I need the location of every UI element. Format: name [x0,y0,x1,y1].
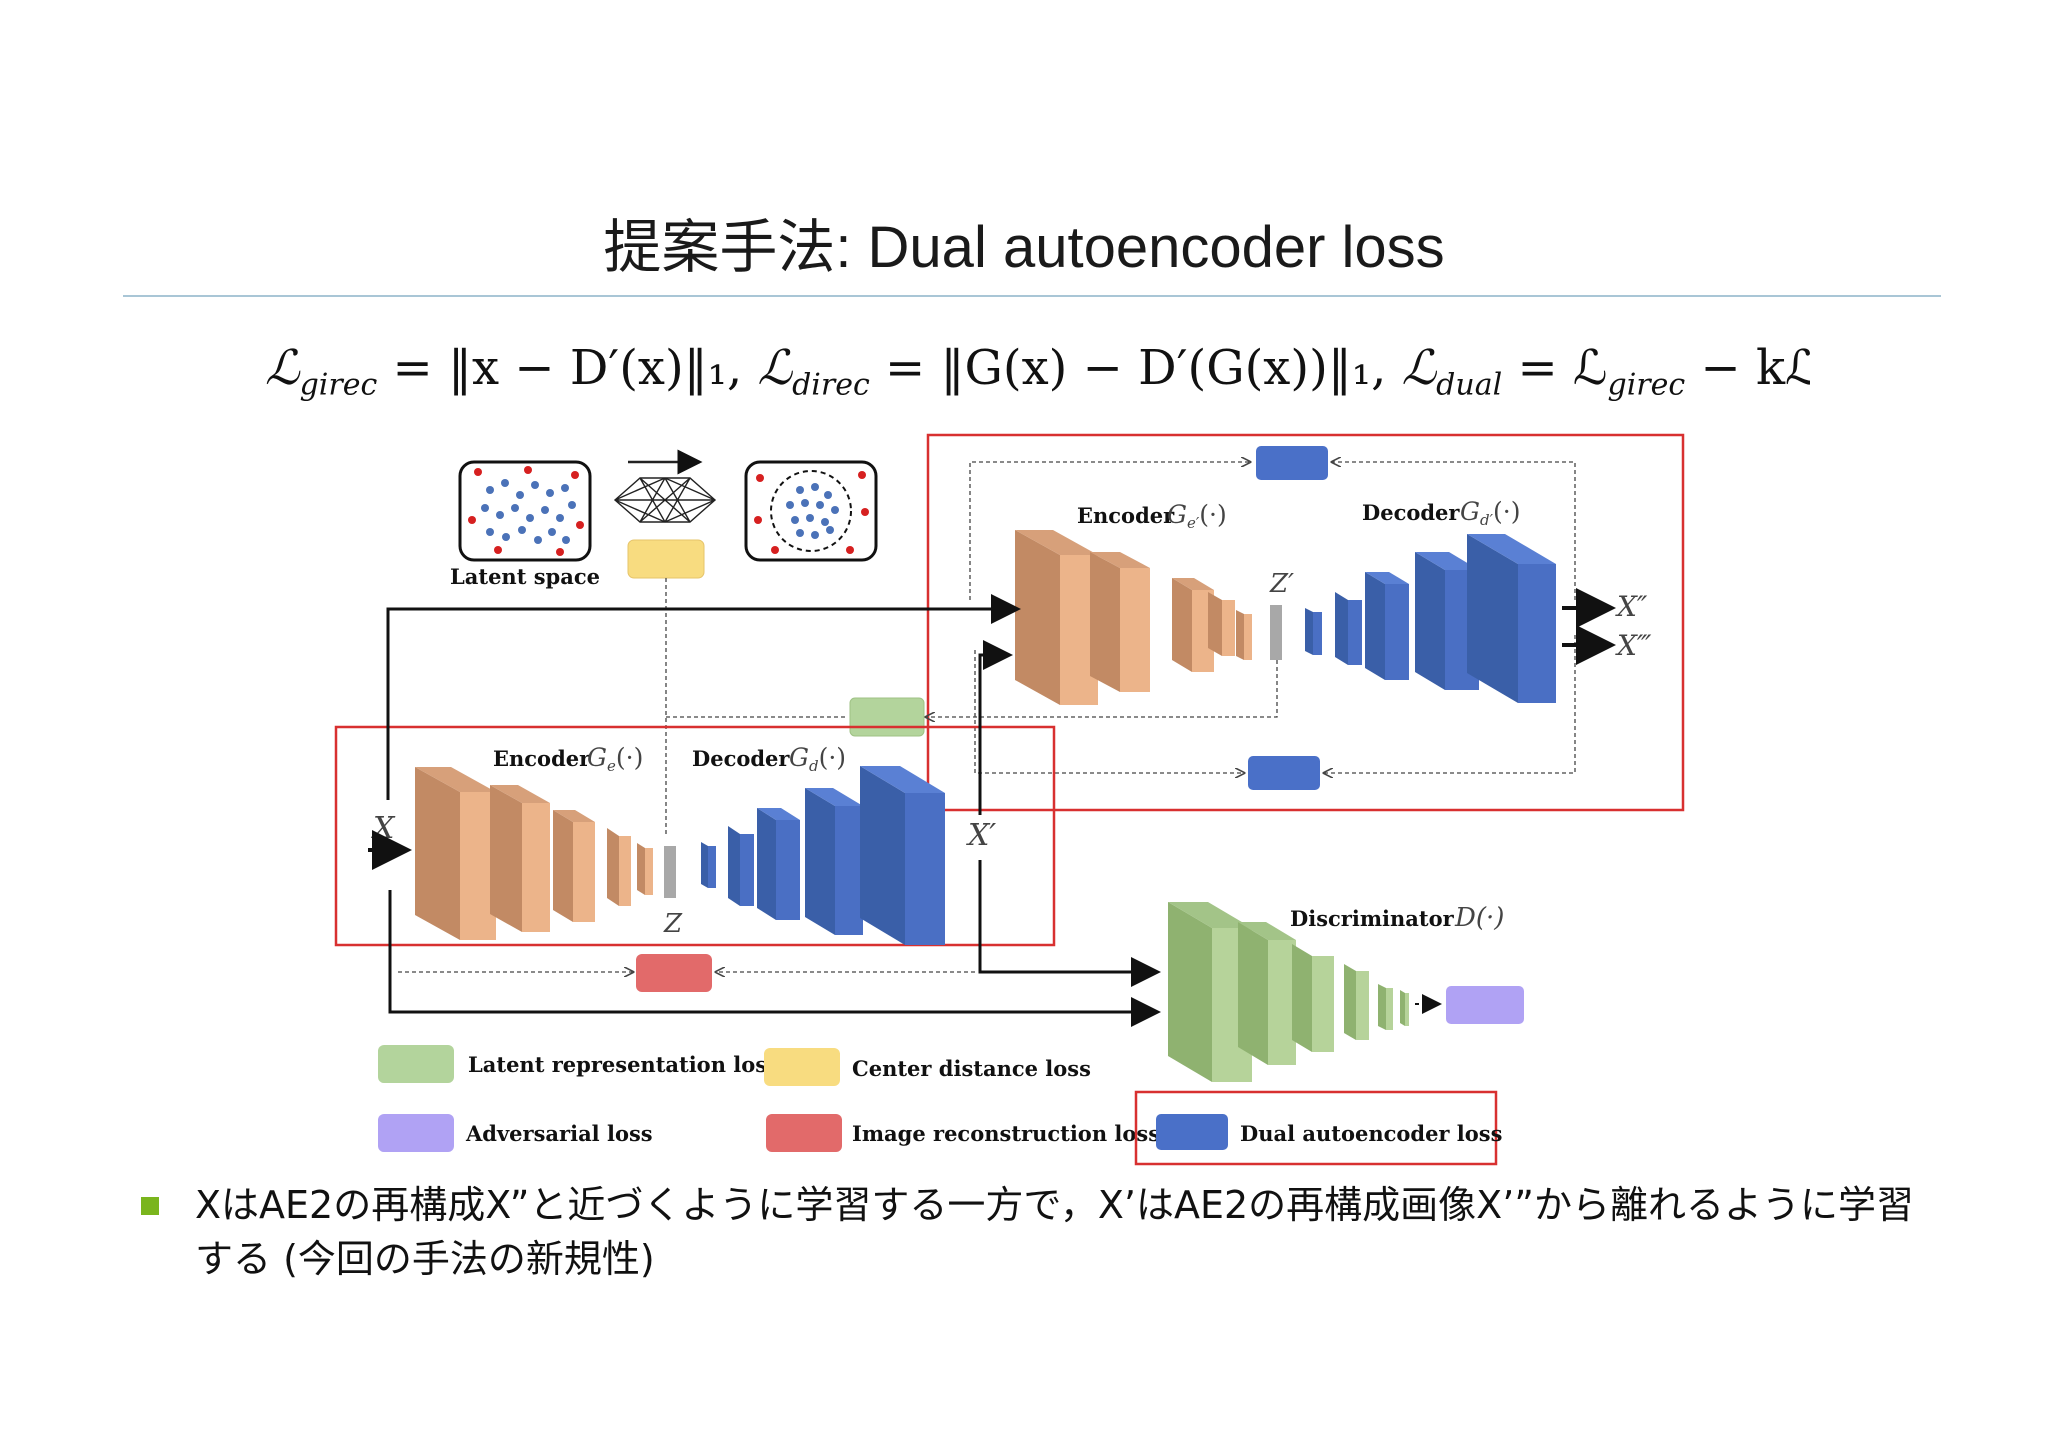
formula-girec-rhs: = ‖x − D′(x)‖₁, [377,340,743,396]
discriminator-network [1168,902,1409,1082]
latent-space-label: Latent space [450,564,600,589]
formula-direc-sub: direc [792,367,870,403]
legend-reconstruction-swatch [766,1114,842,1152]
legend-center-label: Center distance loss [852,1056,1091,1081]
formula-dual-mid: = ℒ [1502,340,1608,396]
ae2-decoder [1305,534,1556,703]
ae2-latent-z [1270,605,1282,660]
ae2-decoder-fn: Gd′(·) [1460,497,1520,529]
formula-girec-symbol: ℒ [265,340,300,396]
ae1-decoder-fn: Gd(·) [789,743,846,775]
ae1-z-label: Z [663,909,683,939]
formula-dual-rhs: − kℒ [1685,340,1810,396]
legend-latent-label: Latent representation loss [468,1052,779,1077]
formula-girec-sub: girec [299,367,378,403]
formula-dual-sub2: girec [1607,367,1686,403]
formula-direc-symbol: ℒ [757,340,793,396]
bullet-text: XはAE2の再構成X”と近づくように学習する一方で，X’はAE2の再構成画像X’… [195,1183,1914,1281]
legend-latent-swatch [378,1045,454,1083]
loss-formula: ℒgirec = ‖x − D′(x)‖₁, ℒdirec = ‖G(x) − … [265,340,1810,420]
ae1-decoder [701,766,945,945]
x-prime-label: X′ [966,818,996,853]
discriminator-label: Discriminator [1290,906,1455,931]
latent-space-clustered-icon [744,460,878,562]
bullet-marker [141,1197,159,1215]
ae1-encoder-label: Encoder [493,746,591,771]
formula-direc-rhs: = ‖G(x) − D′(G(x))‖₁, [869,340,1387,396]
legend-dual-swatch [1156,1114,1228,1150]
x-double-prime-label: X″ [1615,590,1648,623]
latent-space-scatter-icon [458,460,592,562]
ae2-encoder [1015,530,1252,705]
center-distance-loss-box [627,539,705,579]
x-input-label: X [371,811,396,846]
ae1-latent-z [664,846,676,898]
ae2-z-prime-label: Z′ [1269,569,1294,599]
latent-representation-loss-box [849,697,925,737]
ae1-highlight-box [334,725,1056,947]
ae2-decoder-label: Decoder [1362,500,1460,525]
formula-dual-sub: dual [1436,367,1503,403]
adversarial-loss-box [1446,986,1524,1024]
ae1-decoder-label: Decoder [692,746,790,771]
ae2-encoder-fn: Ge′(·) [1167,500,1227,532]
ae2-encoder-label: Encoder [1077,503,1175,528]
ae1-encoder [415,767,653,940]
legend-reconstruction-label: Image reconstruction loss [852,1121,1160,1146]
ae1-encoder-fn: Ge(·) [587,743,643,775]
discriminator-fn: D(·) [1454,903,1504,933]
network-icon [613,449,717,523]
ae2-highlight-box [926,433,1685,812]
x-triple-prime-label: X‴ [1615,629,1652,662]
title-divider [123,295,1941,297]
legend: Latent representation loss Center distan… [378,1045,1502,1166]
legend-dual-label: Dual autoencoder loss [1240,1121,1502,1146]
legend-adversarial-swatch [378,1114,454,1152]
dual-loss-box-bottom [1248,756,1320,790]
legend-adversarial-label: Adversarial loss [465,1121,653,1146]
slide-title: 提案手法: Dual autoencoder loss [603,215,1445,280]
legend-center-swatch [764,1048,840,1086]
image-reconstruction-loss-box [636,954,712,992]
legend-dual-highlight [1134,1090,1498,1166]
dual-loss-box-top [1256,446,1328,480]
formula-dual-symbol: ℒ [1401,340,1437,396]
